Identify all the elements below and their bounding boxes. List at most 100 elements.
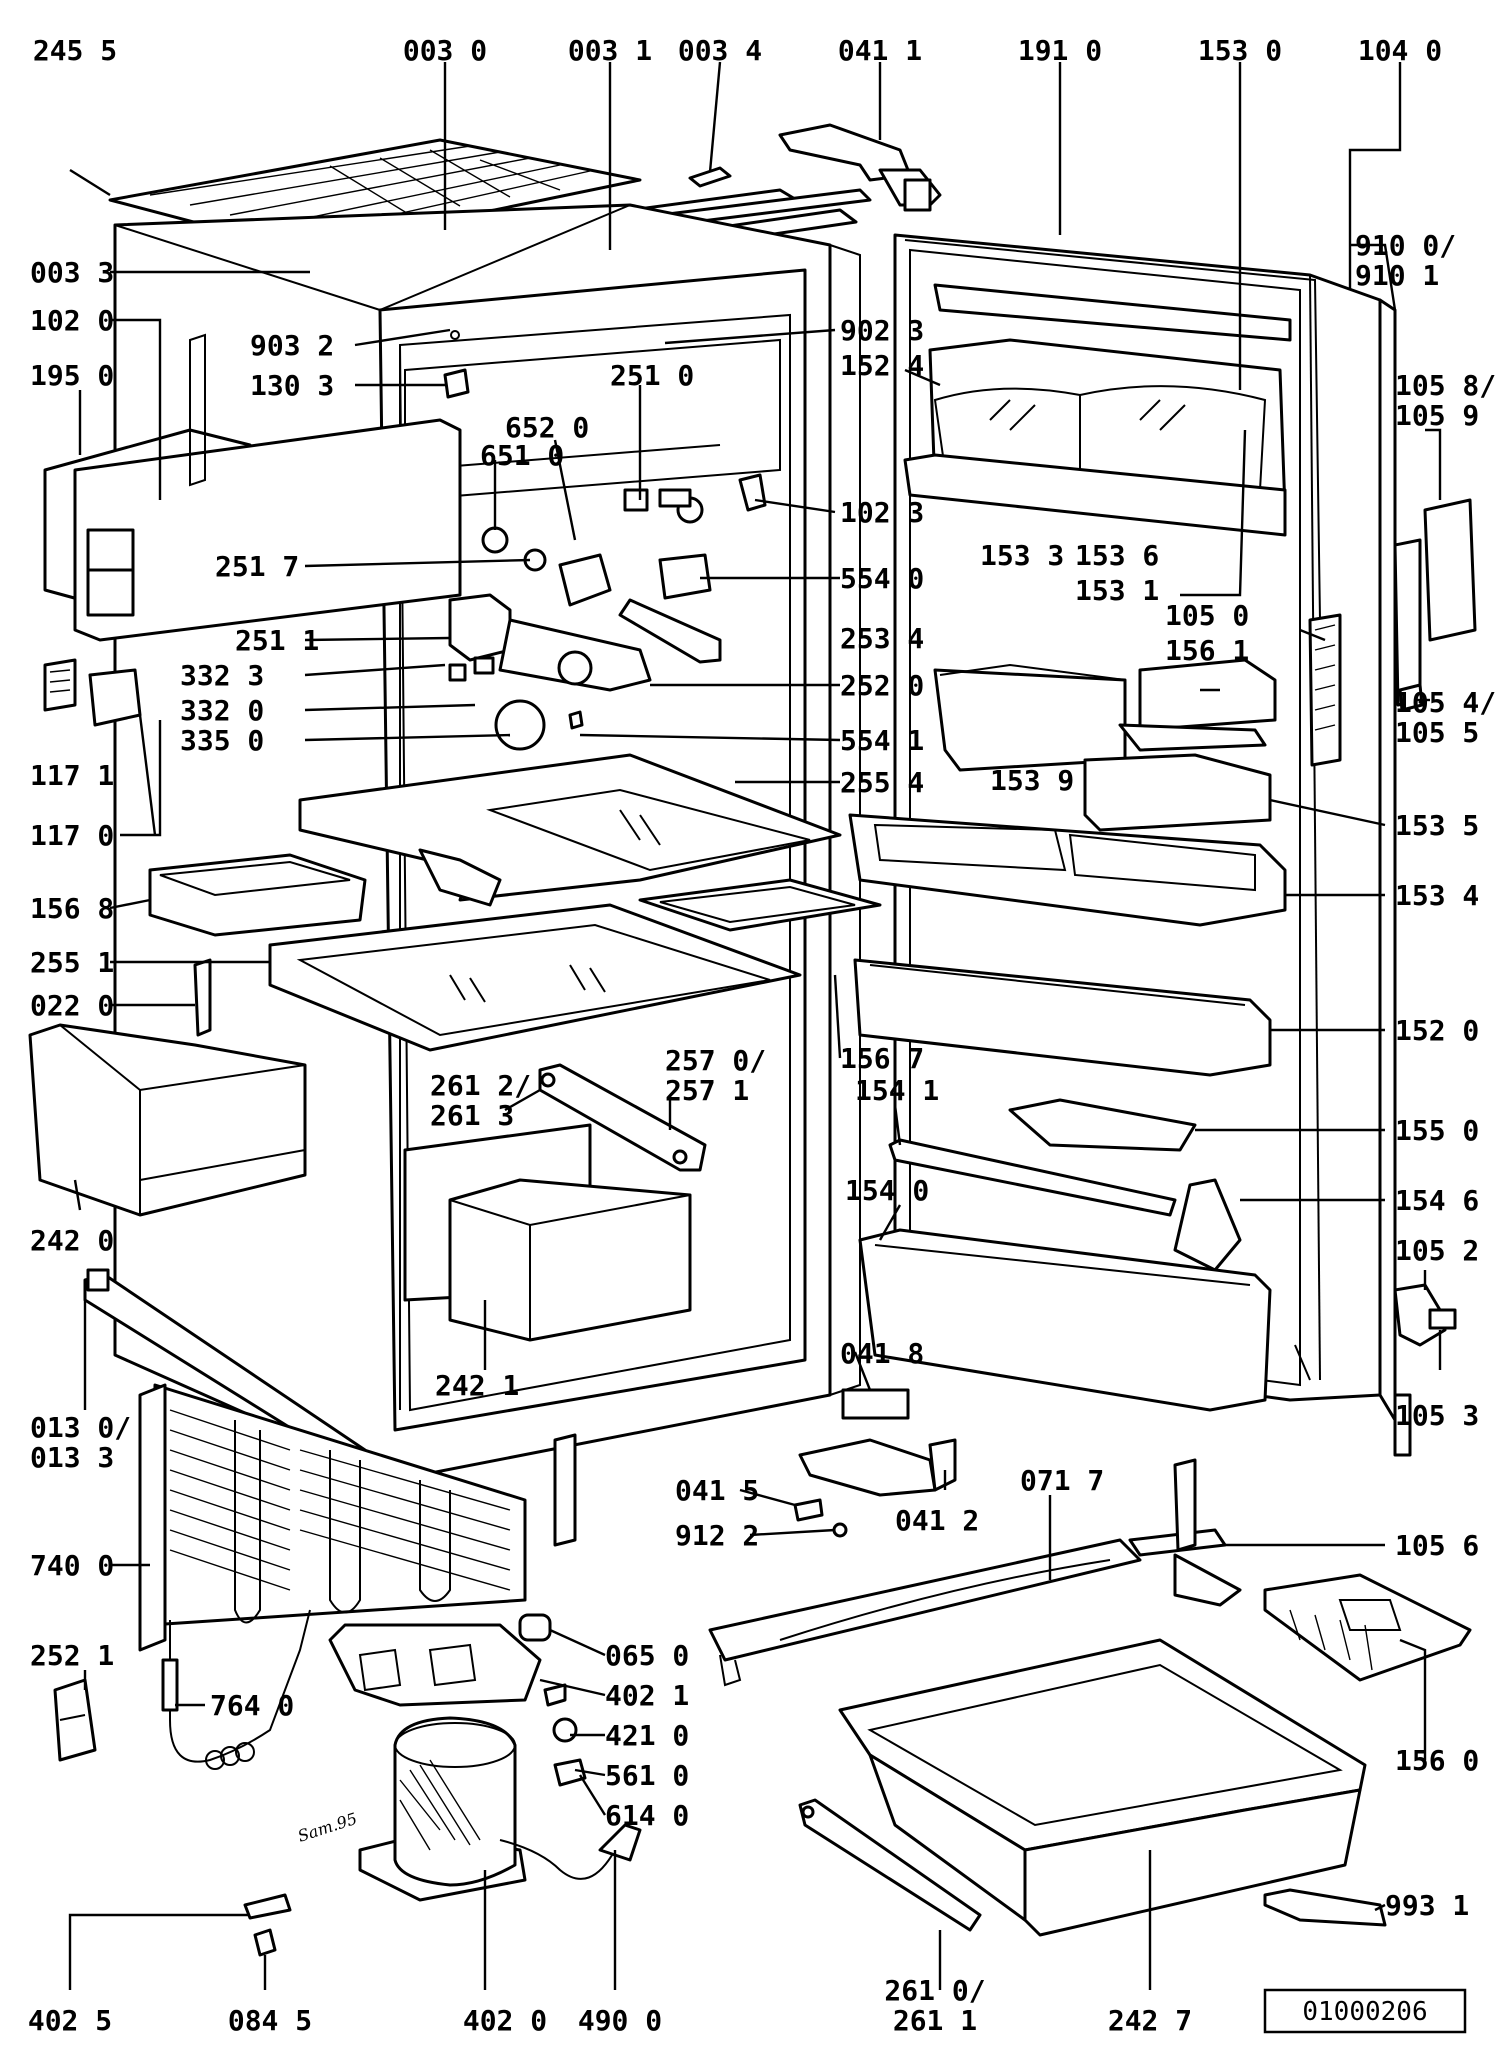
door-shelf-guard — [1294, 1344, 1311, 1381]
part-label-0717: 071 7 — [1020, 1464, 1104, 1497]
part-label-1539: 153 9 — [990, 764, 1074, 797]
compressor-accessories — [499, 1613, 642, 1880]
part-label-0415: 041 5 — [675, 1474, 759, 1507]
part-label-1531: 153 1 — [1075, 574, 1159, 607]
part-label-2521: 252 1 — [30, 1639, 114, 1672]
part-label-1303: 130 3 — [250, 369, 334, 402]
refrigerator-line-drawing: Sam.95 — [28, 123, 1477, 1957]
hinge-pin-bottom — [1128, 1458, 1242, 1607]
part-label-1950: 195 0 — [30, 359, 114, 392]
part-label-2570: 257 0/ — [665, 1044, 766, 1077]
part-label-1567: 156 7 — [840, 1042, 924, 1075]
part-label-1054: 105 4/ — [1395, 686, 1496, 719]
part-label-1053: 105 3 — [1395, 1399, 1479, 1432]
part-label-9032: 903 2 — [250, 329, 334, 362]
part-label-1524: 152 4 — [840, 349, 924, 382]
part-label-1055: 105 5 — [1395, 716, 1479, 749]
part-label-0034: 003 4 — [678, 34, 762, 67]
part-label-9931: 993 1 — [1385, 1889, 1469, 1922]
tray-right-of-shelf — [638, 878, 882, 932]
part-label-1550: 155 0 — [1395, 1114, 1479, 1147]
lower-glass-shelf — [268, 903, 802, 1052]
door-bins — [848, 658, 1287, 1412]
part-label-1530: 153 0 — [1198, 34, 1282, 67]
part-label-2520: 252 0 — [840, 669, 924, 702]
right-side-hardware — [1308, 498, 1477, 1457]
part-label-1040: 104 0 — [1358, 34, 1442, 67]
part-label-0030: 003 0 — [403, 34, 487, 67]
capillary-tube — [161, 1609, 311, 1770]
bottom-drawer — [838, 1638, 1367, 1937]
part-label-1534: 153 4 — [1395, 879, 1479, 912]
part-label-2554: 255 4 — [840, 766, 924, 799]
part-label-4025: 402 5 — [28, 2004, 112, 2037]
part-label-1520: 152 0 — [1395, 1014, 1479, 1047]
upper-glass-shelf — [298, 753, 842, 907]
part-label-9122: 912 2 — [675, 1519, 759, 1552]
drawer-rail — [798, 1798, 982, 1932]
base-cover-strip — [708, 1538, 1142, 1687]
control-panel-cover — [43, 333, 462, 642]
part-label-2613: 261 3 — [430, 1099, 514, 1132]
condenser — [138, 1383, 577, 1652]
part-label-1535: 153 5 — [1395, 809, 1479, 842]
part-label-7400: 740 0 — [30, 1549, 114, 1582]
part-label-0845: 084 5 — [228, 2004, 312, 2037]
part-label-0130: 013 0/ — [30, 1411, 131, 1444]
part-label-1541: 154 1 — [855, 1074, 939, 1107]
door-gasket — [904, 239, 1321, 621]
part-label-1568: 156 8 — [30, 892, 114, 925]
part-label-2534: 253 4 — [840, 622, 924, 655]
part-label-9100: 910 0/ — [1355, 229, 1456, 262]
part-label-1050: 105 0 — [1165, 599, 1249, 632]
part-label-2611: 261 1 — [893, 2004, 977, 2037]
part-label-2571: 257 1 — [665, 1074, 749, 1107]
part-label-0031: 003 1 — [568, 34, 652, 67]
part-label-4020: 402 0 — [463, 2004, 547, 2037]
mount-bracket-left — [53, 1678, 97, 1762]
part-label-2610: 261 0/ — [884, 1974, 985, 2007]
part-label-2517: 251 7 — [215, 550, 299, 583]
part-label-6520: 652 0 — [505, 411, 589, 444]
ice-scraper — [1263, 1888, 1387, 1927]
part-label-2421: 242 1 — [435, 1369, 519, 1402]
part-label-1171: 117 1 — [30, 759, 114, 792]
dairy-compartment — [903, 283, 1292, 537]
small-tray-left — [148, 853, 367, 937]
part-label-0133: 013 3 — [30, 1441, 114, 1474]
part-label-1560: 156 0 — [1395, 1744, 1479, 1777]
part-label-2510: 251 0 — [610, 359, 694, 392]
part-label-1020: 102 0 — [30, 304, 114, 337]
part-label-2455: 245 5 — [33, 34, 117, 67]
part-label-0650: 065 0 — [605, 1639, 689, 1672]
part-label-1056: 105 6 — [1395, 1529, 1479, 1562]
crisper-drawer-center — [403, 1123, 692, 1342]
part-label-3323: 332 3 — [180, 659, 264, 692]
part-label-5541: 554 1 — [840, 724, 924, 757]
part-label-9023: 902 3 — [840, 314, 924, 347]
part-label-4021: 402 1 — [605, 1679, 689, 1712]
bottom-hinge — [793, 1388, 957, 1538]
part-label-1059: 105 9 — [1395, 399, 1479, 432]
part-label-9101: 910 1 — [1355, 259, 1439, 292]
drawing-number-box: 01000206 — [1263, 1988, 1467, 2034]
part-label-2427: 242 7 — [1108, 2004, 1192, 2037]
part-label-1058: 105 8/ — [1395, 369, 1496, 402]
part-label-1533: 153 3 — [980, 539, 1064, 572]
part-label-1170: 117 0 — [30, 819, 114, 852]
part-label-1546: 154 6 — [1395, 1184, 1479, 1217]
part-label-2420: 242 0 — [30, 1224, 114, 1257]
part-label-1561: 156 1 — [1165, 634, 1249, 667]
compressor-foot-parts — [243, 1893, 292, 1957]
part-label-2551: 255 1 — [30, 946, 114, 979]
part-label-1536: 153 6 — [1075, 539, 1159, 572]
part-label-1910: 191 0 — [1018, 34, 1102, 67]
part-label-1052: 105 2 — [1395, 1234, 1479, 1267]
part-label-6510: 651 0 — [480, 439, 564, 472]
part-label-0418: 041 8 — [840, 1337, 924, 1370]
ice-cube-tray — [1263, 1573, 1472, 1682]
compressor — [328, 1623, 542, 1902]
shelf-support-left — [193, 958, 212, 1037]
